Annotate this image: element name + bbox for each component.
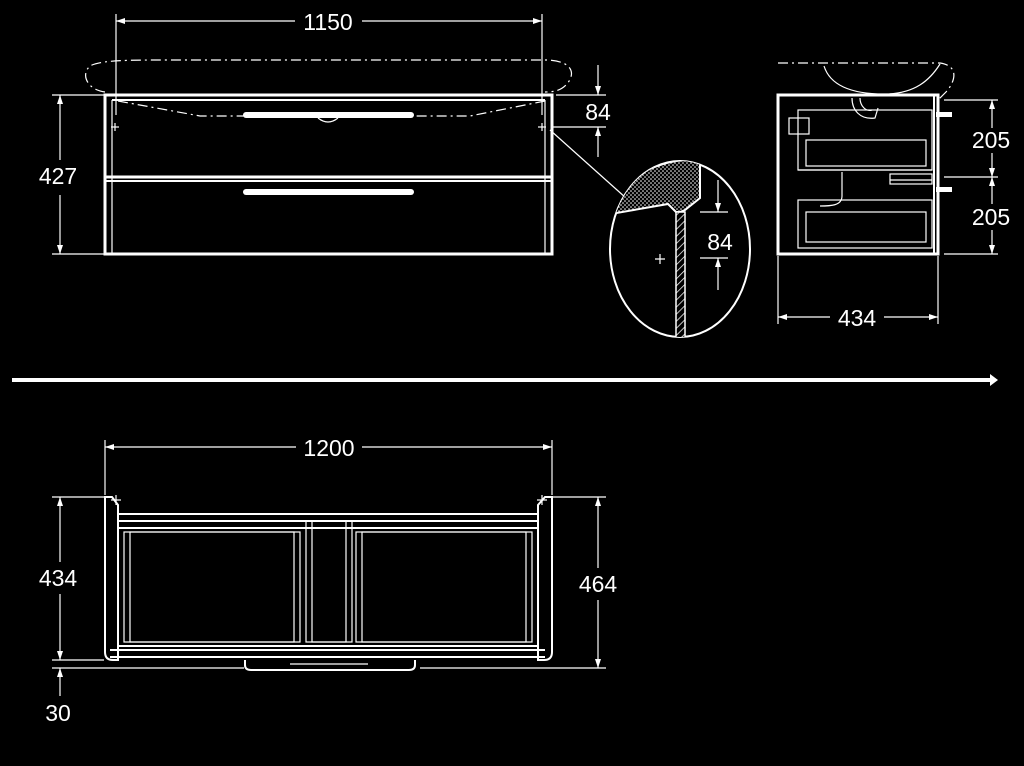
dim-side-upper-drawer: 205 xyxy=(972,127,1010,153)
dim-bottom-plinth: 30 xyxy=(45,700,71,726)
bottom-view: 1200 434 464 30 xyxy=(39,435,618,726)
dim-front-top-gap: 84 xyxy=(585,99,611,125)
dim-side-depth: 434 xyxy=(838,305,877,331)
dim-bottom-inner-height: 434 xyxy=(39,565,78,591)
side-view: 205 205 434 xyxy=(776,62,1010,331)
dim-bottom-outer-height: 464 xyxy=(579,571,618,597)
dim-bottom-width: 1200 xyxy=(303,435,354,461)
detail-view: 84 xyxy=(609,160,751,338)
front-cabinet xyxy=(103,93,554,256)
side-cabinet xyxy=(776,93,940,256)
dim-detail-gap: 84 xyxy=(707,229,733,255)
right-compartment xyxy=(355,531,533,643)
center-compartment xyxy=(305,520,353,643)
bottom-left-panel xyxy=(104,496,119,661)
bottom-right-panel xyxy=(537,496,553,661)
front-view: 1150 427 84 xyxy=(39,9,627,256)
siphon xyxy=(851,97,879,119)
dim-front-cabinet-height: 427 xyxy=(39,163,77,189)
plinth xyxy=(244,660,416,671)
detail-panel-section xyxy=(675,211,686,337)
left-compartment xyxy=(123,531,301,643)
detail-basin-section xyxy=(610,161,701,217)
dim-front-basin-width: 1150 xyxy=(303,9,352,35)
detail-leader xyxy=(549,129,627,199)
upper-drawer-handle xyxy=(243,112,414,118)
lower-drawer-handle xyxy=(243,189,414,195)
dim-side-lower-drawer: 205 xyxy=(972,204,1010,230)
basin-outline xyxy=(85,59,572,93)
